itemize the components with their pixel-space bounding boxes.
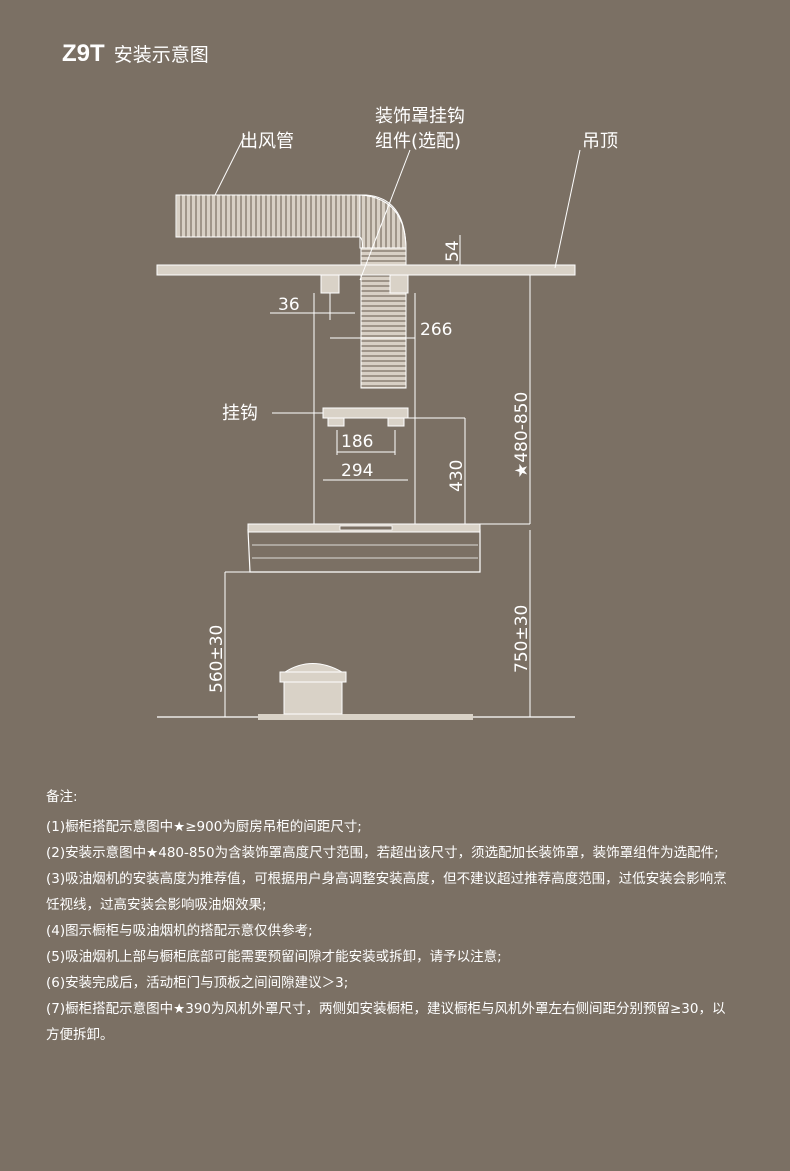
dim-36: 36 (278, 295, 300, 315)
dim-294: 294 (341, 461, 373, 481)
note-item: (7)橱柜搭配示意图中★390为风机外罩尺寸，两侧如安装橱柜，建议橱柜与风机外罩… (46, 1001, 726, 1043)
ceiling-label: 吊顶 (582, 131, 618, 152)
page-title: Z9T 安装示意图 (62, 40, 209, 68)
hook-label: 挂钩 (222, 403, 258, 424)
bracket-label-line1: 装饰罩挂钩 (375, 106, 465, 127)
dimension-lines (214, 134, 581, 717)
note-item: (5)吸油烟机上部与橱柜底部可能需要预留间隙才能安装或拆卸，请予以注意; (46, 949, 502, 965)
dim-560: 560±30 (207, 625, 227, 693)
bracket-assembly (313, 274, 416, 525)
hook-plate (322, 407, 409, 427)
note-item: (4)图示橱柜与吸油烟机的搭配示意仅供参考; (46, 923, 313, 939)
duct-label: 出风管 (240, 131, 294, 152)
range-hood-body (247, 523, 481, 573)
bracket-label-line2: 组件(选配) (375, 131, 461, 152)
notes-heading: 备注: (46, 789, 78, 805)
note-item: (3)吸油烟机的安装高度为推荐值，可根据用户身高调整安装高度，但不建议超过推荐高… (46, 871, 727, 913)
ceiling-board (156, 264, 576, 276)
dim-186: 186 (341, 432, 373, 452)
dim-750: 750±30 (512, 605, 532, 673)
dim-430: 430 (447, 460, 467, 492)
note-item: (1)橱柜搭配示意图中★≥900为厨房吊柜的间距尺寸; (46, 819, 362, 835)
dim-480-850: ★480-850 (512, 392, 532, 478)
counter-and-pot (157, 663, 575, 720)
note-item: (6)安装完成后，活动柜门与顶板之间间隙建议＞3; (46, 975, 349, 991)
model-name: Z9T (62, 40, 105, 67)
installation-diagram: 出风管 装饰罩挂钩 组件(选配) 吊顶 挂钩 54 36 266 186 294… (156, 106, 618, 720)
dim-54: 54 (443, 240, 463, 262)
notes-section: 备注: (1)橱柜搭配示意图中★≥900为厨房吊柜的间距尺寸; (2)安装示意图… (46, 784, 736, 1048)
exhaust-duct (175, 194, 407, 389)
note-item: (2)安装示意图中★480-850为含装饰罩高度尺寸范围，若超出该尺寸，须选配加… (46, 845, 719, 861)
diagram-subtitle: 安装示意图 (113, 44, 209, 66)
dim-266: 266 (420, 320, 452, 340)
